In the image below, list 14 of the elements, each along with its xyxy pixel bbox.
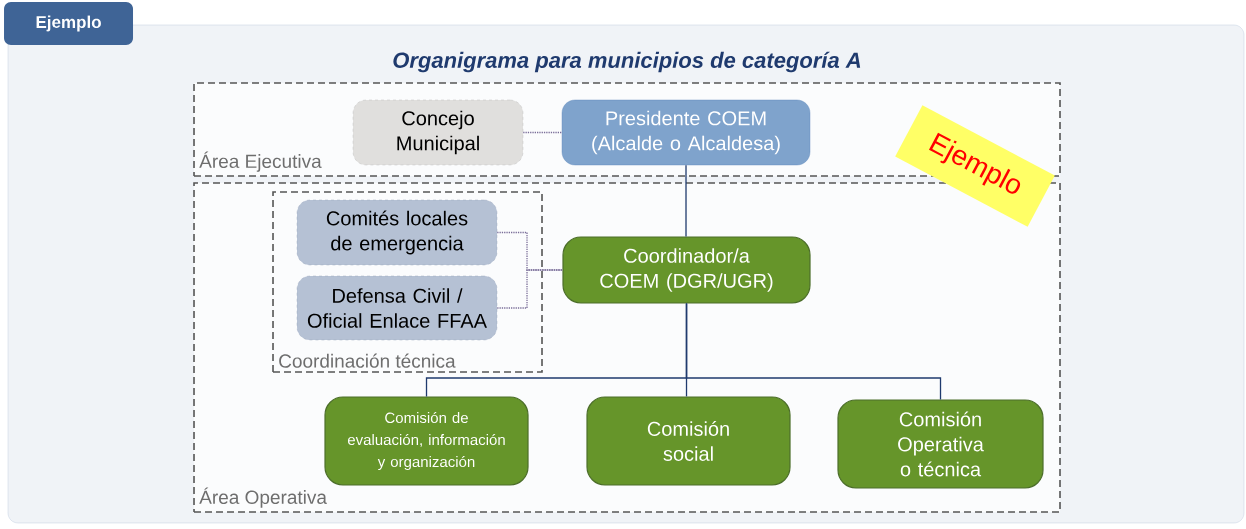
committee-box: Defensa Civil / Oficial Enlace FFAA (296, 275, 498, 341)
president-box: Presidente COEM (Alcalde o Alcaldesa) (561, 99, 811, 166)
connector (496, 269, 564, 309)
connector (685, 164, 687, 238)
title: Organigrama para municipios de categoría A (393, 51, 861, 73)
commission-box: Comisión de evaluación, información y organización (324, 396, 529, 486)
committee-box: Comités locales de emergencia (296, 199, 498, 266)
connector (685, 302, 942, 401)
coordinator-box: Coordinador/a COEM (DGR/UGR) (562, 236, 811, 304)
council-box: Concejo Municipal (352, 99, 524, 166)
connector (522, 131, 563, 134)
commission-box: Comisión social (586, 396, 791, 486)
commission-box: Comisión Operativa o técnica (837, 399, 1044, 489)
header-tab: Ejemplo (4, 2, 133, 45)
